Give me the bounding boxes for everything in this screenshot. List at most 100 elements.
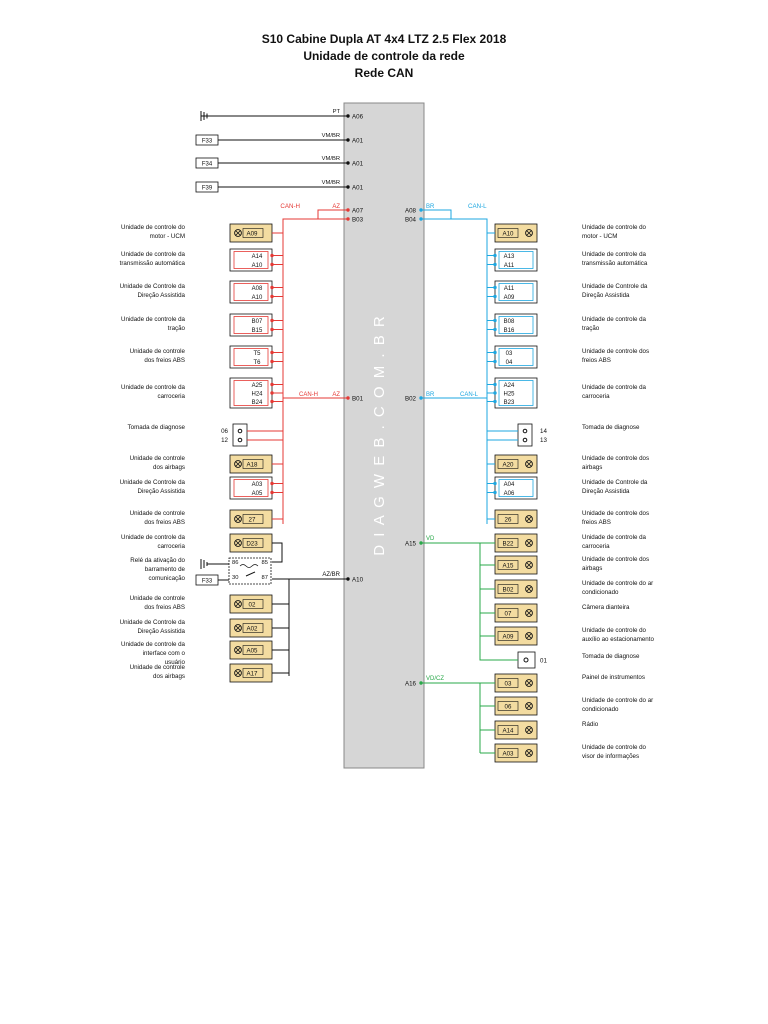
- pin-frame: [233, 316, 269, 334]
- ecu-icon-ring: [525, 515, 533, 523]
- control-module: [494, 720, 538, 740]
- pin-frame: [497, 701, 519, 711]
- diagnose-pin: [522, 428, 528, 434]
- ground-icon: [200, 559, 208, 569]
- pin-label: A13: [504, 254, 515, 260]
- control-module: [494, 313, 538, 337]
- ecu-icon: [525, 515, 533, 523]
- pin-label: T5: [253, 351, 261, 357]
- module-label: Tomada de diagnose: [582, 653, 640, 660]
- module-label: Unidade de controle: [130, 664, 186, 671]
- pin-label: A01: [352, 185, 364, 192]
- control-module: [494, 696, 538, 716]
- wire-color-label: VM/BR: [322, 180, 340, 186]
- ecu-icon-ring: [525, 679, 533, 687]
- relay-coil: [239, 564, 259, 568]
- module-label: freios ABS: [582, 519, 611, 526]
- module-label: dos freios ABS: [144, 519, 185, 526]
- ecu-icon-stroke: [235, 647, 241, 653]
- pin-frame: [242, 514, 264, 524]
- ecu-icon: [525, 609, 533, 617]
- pin-frame: [242, 228, 264, 238]
- ecu-icon: [525, 632, 533, 640]
- wire-color-label: VD/CZ: [426, 676, 444, 682]
- ecu-icon-stroke: [235, 540, 241, 546]
- pin-frame: [497, 228, 519, 238]
- ecu-icon: [525, 585, 533, 593]
- ecu-icon-stroke: [235, 461, 241, 467]
- pin-frame: [242, 599, 264, 609]
- pin-dot: [419, 396, 423, 400]
- ecu-icon-ring: [525, 726, 533, 734]
- module-label: Unidade de Controle da: [582, 283, 648, 290]
- fuse-label: F34: [202, 162, 213, 168]
- pin-label: 27: [249, 517, 256, 524]
- pin-label: B08: [504, 319, 515, 325]
- module-label: Unidade de controle da: [582, 251, 647, 258]
- ecu-icon-ring: [525, 585, 533, 593]
- module-label: transmissão automática: [582, 260, 648, 267]
- module-label: barramento de: [145, 566, 186, 573]
- diagnose-pin: [522, 437, 528, 443]
- control-module: [229, 377, 273, 409]
- control-module: [494, 533, 538, 553]
- module-label: Unidade de controle do: [582, 744, 647, 751]
- pin-frame: [497, 584, 519, 594]
- pin-frame: [242, 459, 264, 469]
- module-label: Unidade de controle: [130, 510, 186, 517]
- pin-frame: [498, 348, 534, 366]
- ecu-icon-stroke: [526, 586, 532, 592]
- ecu-icon-stroke: [526, 633, 532, 639]
- pin-label: 12: [221, 437, 228, 444]
- pin-label: B24: [252, 400, 263, 406]
- ecu-icon: [234, 646, 242, 654]
- module-label: dos freios ABS: [144, 357, 185, 364]
- module-label: Unidade de controle dos: [582, 455, 649, 462]
- pin-label: A03: [252, 482, 263, 488]
- pin-label: 03: [505, 681, 512, 688]
- pin-label: A25: [252, 383, 263, 389]
- ecu-icon-ring: [234, 624, 242, 632]
- module-label: usuário: [165, 659, 186, 666]
- module-label: Unidade de controle: [130, 595, 186, 602]
- pin-label: B02: [502, 587, 514, 594]
- ecu-icon-stroke: [235, 601, 241, 607]
- pin-label: A20: [502, 462, 514, 469]
- page-title: S10 Cabine Dupla AT 4x4 LTZ 2.5 Flex 201…: [261, 32, 507, 46]
- module-label: carroceria: [582, 393, 610, 400]
- ecu-icon-stroke: [526, 610, 532, 616]
- module-label: Unidade de Controle da: [582, 479, 648, 486]
- pin-label: B07: [252, 319, 263, 325]
- pin-label: A11: [504, 286, 515, 292]
- ecu-icon-stroke: [526, 562, 532, 568]
- pin-label: A06: [352, 114, 364, 121]
- pin-label: B02: [405, 396, 417, 403]
- module-label: Unidade de controle dos: [582, 348, 649, 355]
- control-module: [494, 555, 538, 575]
- pin-label: 87: [262, 575, 268, 581]
- module-label: Unidade de controle do: [582, 627, 647, 634]
- pin-frame: [233, 348, 269, 366]
- control-module: [494, 454, 538, 474]
- pin-frame: [498, 380, 534, 406]
- ecu-icon-stroke: [526, 461, 532, 467]
- pin-label: A08: [405, 208, 417, 215]
- pin-frame: [497, 459, 519, 469]
- can-h-bus: [282, 218, 318, 524]
- module-label: Unidade de controle do ar: [582, 580, 653, 587]
- ecu-icon: [234, 460, 242, 468]
- module-label: Câmera dianteira: [582, 604, 630, 611]
- module-label: motor - UCM: [582, 233, 617, 240]
- ecu-icon-stroke: [526, 680, 532, 686]
- wire-color-label: PT: [333, 109, 341, 115]
- diagnose-connector: [517, 651, 536, 669]
- pin-dot: [419, 681, 423, 685]
- ecu-icon: [525, 229, 533, 237]
- module-label: Unidade de controle da: [121, 534, 186, 541]
- relay-switch: [245, 571, 256, 577]
- ecu-icon-ring: [234, 539, 242, 547]
- diagnose-pin: [237, 437, 243, 443]
- module-label: Unidade de controle do: [582, 224, 647, 231]
- fuse-label: F39: [202, 186, 213, 192]
- pin-frame: [242, 538, 264, 548]
